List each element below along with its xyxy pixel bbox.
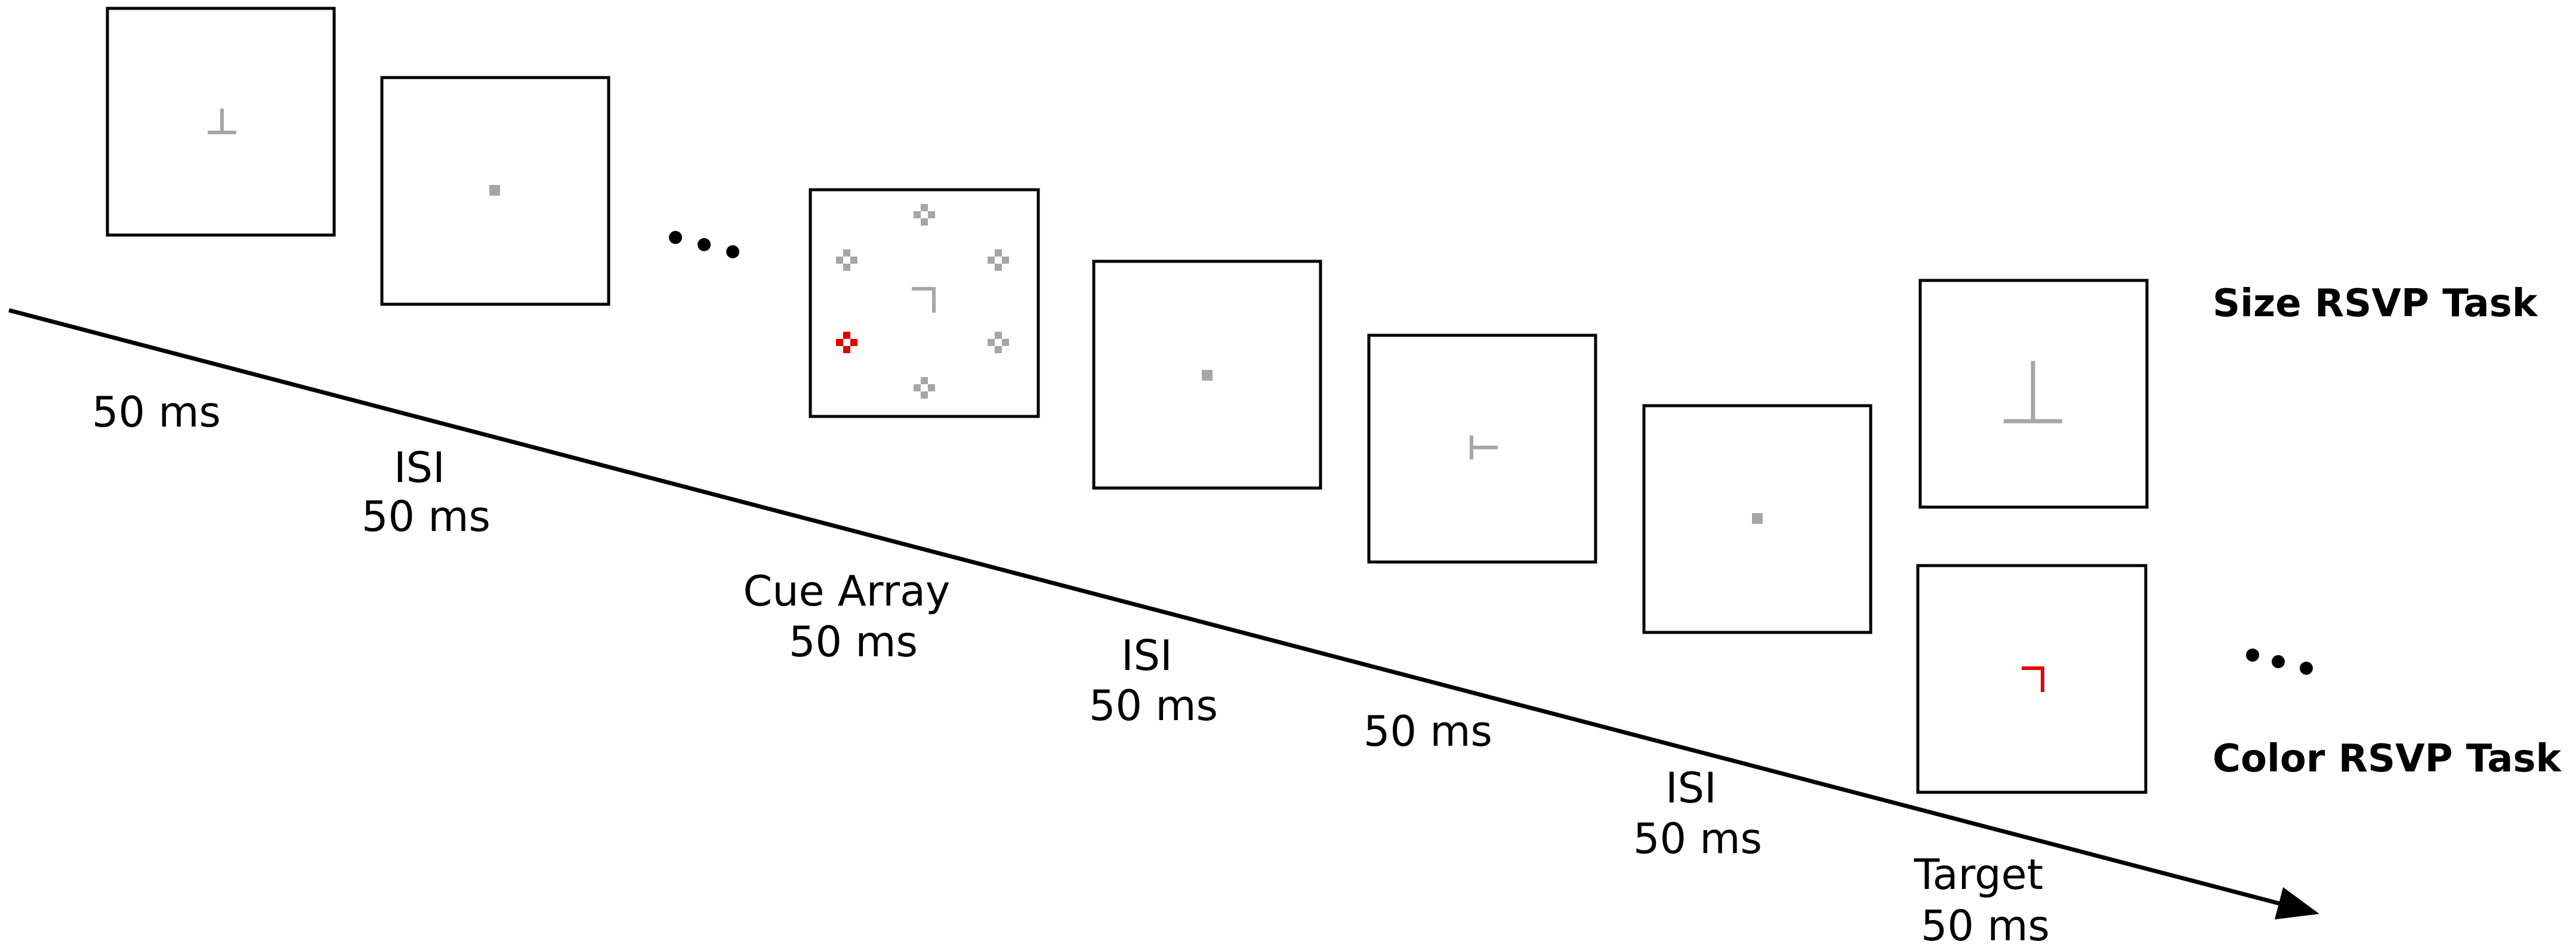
frame-3-cue-array	[809, 188, 1040, 418]
color-task-label: Color RSVP Task	[2213, 737, 2562, 781]
cue-placeholder	[988, 332, 1009, 353]
ellipsis-icon	[669, 231, 739, 258]
timing-label-7: Target 50 ms	[1914, 850, 2057, 950]
red-corner-icon	[2022, 666, 2044, 692]
fixation-dot-icon	[1752, 513, 1763, 524]
fixation-dot-icon	[1202, 370, 1213, 381]
frame-7-size-target	[1918, 279, 2149, 509]
frame-5	[1367, 334, 1597, 564]
sideways-t-icon	[1470, 436, 1498, 459]
fixation-dot-icon	[489, 185, 500, 196]
cue-placeholder	[914, 377, 935, 399]
inverted-t-icon	[208, 109, 236, 134]
timing-label-1: 50 ms	[92, 388, 221, 437]
size-task-label: Size RSVP Task	[2213, 282, 2538, 326]
timing-label-3: Cue Array 50 ms	[743, 567, 963, 666]
cue-placeholder	[914, 204, 935, 226]
cue-placeholder-red	[836, 332, 857, 353]
frame-6	[1642, 404, 1872, 634]
frame-2	[380, 76, 610, 306]
ellipsis-icon	[2246, 649, 2313, 675]
corner-icon	[912, 287, 936, 313]
timeline-arrow	[8, 308, 2319, 920]
timing-label-4: ISI 50 ms	[1089, 631, 1218, 730]
large-inverted-t-icon	[2004, 361, 2062, 424]
frame-8-color-target	[1916, 564, 2148, 794]
timing-label-6: ISI 50 ms	[1633, 764, 1762, 863]
cue-placeholder	[836, 249, 857, 271]
frame-4	[1092, 260, 1322, 490]
frame-1	[106, 7, 336, 237]
cue-placeholder	[988, 249, 1009, 271]
timing-label-2: ISI 50 ms	[362, 443, 490, 541]
timing-label-5: 50 ms	[1363, 707, 1492, 756]
